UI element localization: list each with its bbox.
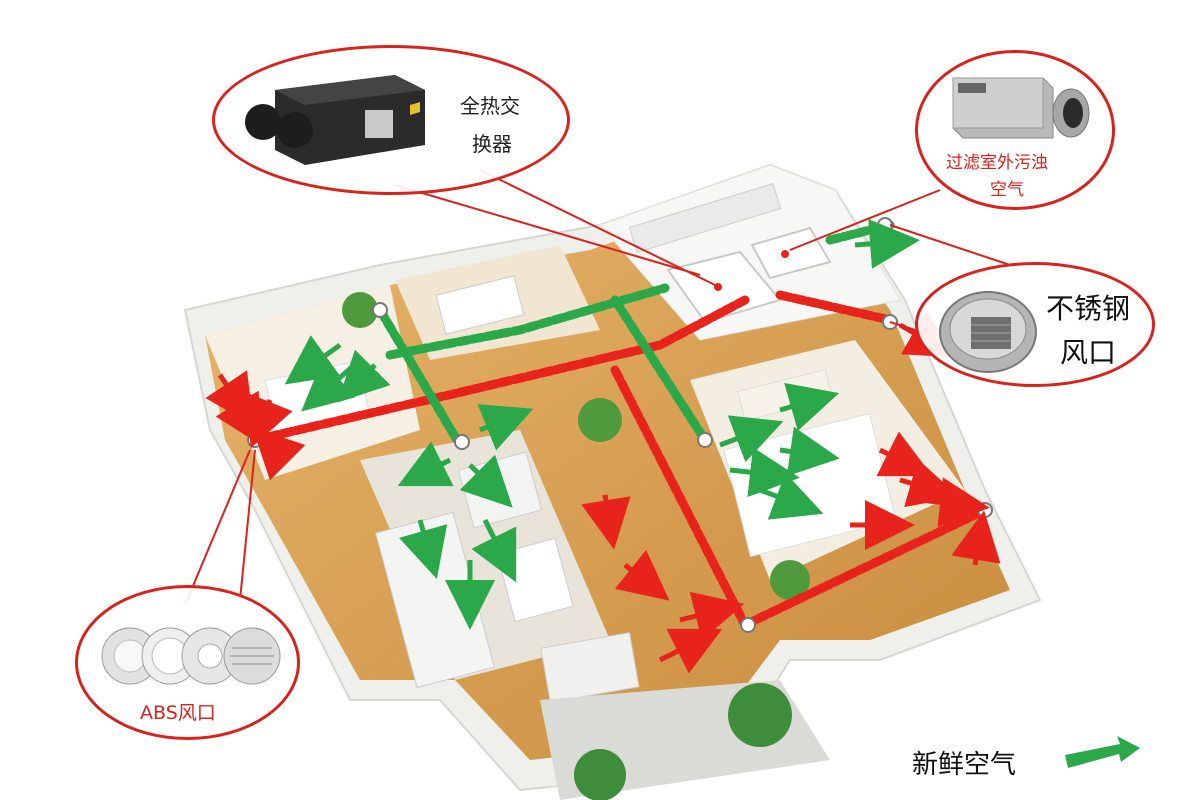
filter-box-icon: [952, 77, 1090, 139]
filter-box-label-line2: 空气: [990, 180, 1024, 200]
balcony: [540, 680, 830, 800]
heat-exchanger-callout: 全热交 换器: [212, 45, 570, 195]
legend-arrows: [1065, 736, 1140, 768]
heat-exchanger-unit-icon: [245, 75, 425, 165]
stainless-vent-label-line2: 风口: [1060, 336, 1117, 369]
abs-vent-label: ABS风口: [140, 702, 216, 724]
fresh-air-arrow-icon: [1065, 736, 1145, 770]
legend-fresh-air-label: 新鲜空气: [912, 750, 1017, 780]
abs-vent-callout: ABS风口: [75, 585, 300, 740]
fresh-air-arrows: [284, 218, 920, 630]
exhaust-duct: [250, 290, 990, 630]
abs-vent-icons: [101, 627, 281, 685]
plants: [342, 292, 810, 600]
heat-exchanger-label-line2: 换器: [472, 132, 512, 156]
stainless-vent-callout: 不锈钢 风口: [915, 262, 1155, 387]
heat-exchanger-ceiling-unit: [666, 250, 782, 324]
stainless-vent-label-line1: 不锈钢: [1046, 292, 1131, 325]
stainless-vent-icon: [939, 291, 1037, 373]
filter-box-callout: 过滤室外污浊 空气: [915, 50, 1115, 210]
callout-leaders: [184, 169, 1011, 606]
filter-box-label-line1: 过滤室外污浊: [946, 153, 1048, 173]
fresh-duct: [375, 220, 895, 450]
kitchen: [599, 164, 901, 341]
heat-exchanger-label-line1: 全热交: [460, 94, 520, 118]
filter-box-ceiling-unit: [750, 226, 832, 280]
dining-room: [395, 245, 600, 360]
exhaust-air-arrows: [205, 310, 1001, 674]
